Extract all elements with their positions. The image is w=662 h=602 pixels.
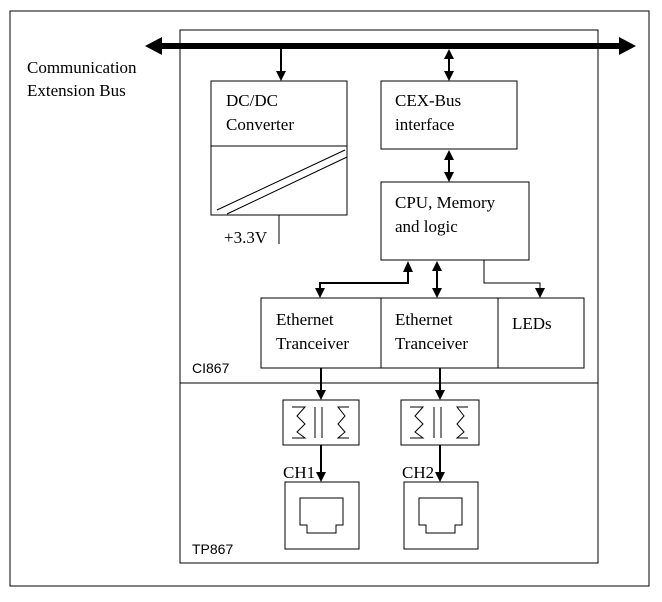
eth1-label-line1: Ethernet: [276, 310, 334, 329]
transformer-icon: [400, 399, 480, 446]
cex-label-line2: interface: [395, 115, 454, 134]
bus-label-line2: Extension Bus: [27, 81, 126, 100]
arrow-transformer-ch1: [316, 445, 326, 482]
dcdc-label-line1: DC/DC: [226, 91, 278, 110]
arrow-cex-cpu: [444, 150, 454, 182]
channel-label-ch1: CH1: [283, 463, 315, 482]
arrow-eth2-transformer: [435, 368, 445, 400]
cex-bus-interface-box: [380, 80, 518, 150]
tp867-module: [179, 382, 599, 564]
transformer-icon: [282, 399, 360, 446]
dcdc-label-line2: Converter: [226, 115, 294, 134]
arrow-transformer-ch2: [435, 445, 445, 482]
arrow-cpu-eth2: [432, 261, 442, 298]
eth1-label-line2: Tranceiver: [276, 334, 349, 353]
channel-label-ch2: CH2: [402, 463, 434, 482]
arrow-cpu-leds: [483, 260, 545, 298]
arrow-bus-to-dcdc: [276, 49, 286, 81]
cpu-label-line1: CPU, Memory: [395, 193, 496, 212]
cex-label-line1: CEX-Bus: [395, 91, 461, 110]
dcdc-converter-box: [210, 80, 348, 216]
cpu-memory-logic-box: [380, 181, 530, 261]
eth2-label-line1: Ethernet: [395, 310, 453, 329]
ethernet-tranceiver-1-box: [260, 297, 382, 369]
communication-extension-bus: [145, 37, 636, 55]
leds-label: LEDs: [512, 314, 552, 333]
arrow-bus-cex: [444, 49, 454, 81]
bus-label-line1: Communication: [27, 58, 137, 77]
dcdc-symbol-line2: [226, 156, 348, 215]
arrow-cpu-eth1: [315, 261, 413, 298]
dcdc-output-label: +3.3V: [224, 228, 268, 247]
rj45-connector-icon: [403, 481, 479, 550]
eth2-label-line2: Tranceiver: [395, 334, 468, 353]
rj45-connector-icon: [284, 481, 360, 550]
module-label-ci867: CI867: [192, 360, 230, 376]
leds-box: [497, 297, 585, 369]
dcdc-symbol-line1: [216, 149, 346, 211]
arrow-eth1-transformer: [316, 368, 326, 400]
module-label-tp867: TP867: [192, 541, 233, 557]
cpu-label-line2: and logic: [395, 217, 458, 236]
ethernet-tranceiver-2-box: [380, 297, 499, 369]
